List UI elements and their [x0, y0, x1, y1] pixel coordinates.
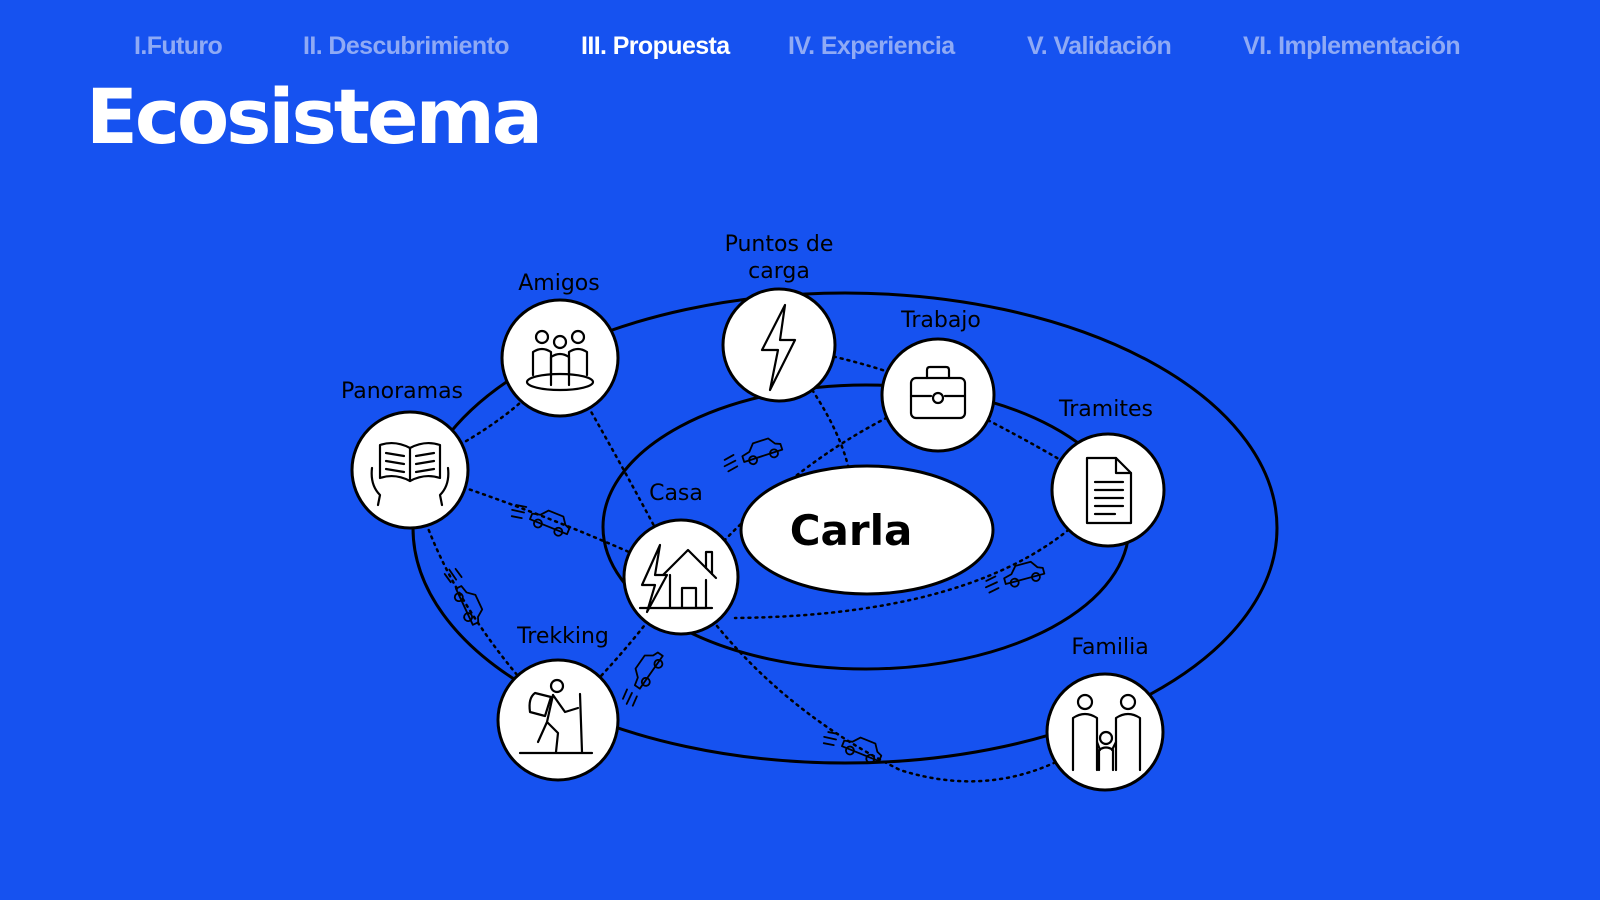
section-nav: I.Futuro II. Descubrimiento III. Propues… — [0, 26, 1600, 66]
center-node-carla: Carla — [739, 464, 995, 596]
nav-item-validacion[interactable]: V. Validación — [1027, 32, 1172, 60]
car-icon — [443, 567, 484, 626]
node-casa: Casa — [622, 481, 740, 636]
document-icon — [1085, 456, 1133, 525]
node-puntos-de-carga: Puntos de carga — [721, 232, 837, 403]
open-book-icon — [370, 441, 450, 507]
family-icon — [1071, 693, 1142, 772]
charging-house-icon — [638, 543, 718, 614]
node-trabajo: Trabajo — [880, 308, 996, 453]
car-icons — [443, 437, 1046, 764]
node-label-puntos-line1: Puntos de — [725, 232, 834, 257]
car-icon — [723, 437, 784, 473]
node-label-trekking: Trekking — [516, 624, 609, 649]
page-title: Ecosistema — [86, 72, 543, 161]
node-circle-trekking — [496, 658, 620, 782]
center-label: Carla — [790, 506, 913, 555]
nav-item-implementacion[interactable]: VI. Implementación — [1243, 32, 1461, 60]
car-icon — [822, 731, 883, 764]
car-icon — [510, 504, 571, 537]
center-ellipse — [739, 464, 995, 596]
node-label-tramites: Tramites — [1058, 397, 1153, 422]
nav-item-propuesta[interactable]: III. Propuesta — [581, 32, 730, 60]
car-icon — [984, 560, 1046, 594]
node-circle-puntos — [721, 287, 837, 403]
briefcase-icon — [909, 365, 967, 420]
node-label-amigos: Amigos — [518, 271, 599, 296]
hiker-icon — [518, 678, 594, 755]
car-icon — [622, 651, 664, 707]
nav-item-futuro[interactable]: I.Futuro — [134, 32, 223, 60]
node-label-familia: Familia — [1071, 635, 1148, 660]
node-label-casa: Casa — [649, 481, 703, 506]
node-amigos: Amigos — [500, 271, 620, 418]
node-trekking: Trekking — [496, 624, 620, 782]
node-label-trabajo: Trabajo — [900, 308, 981, 333]
node-circle-casa — [622, 518, 740, 636]
node-tramites: Tramites — [1050, 397, 1166, 548]
node-label-puntos-line2: carga — [748, 259, 810, 284]
people-group-icon — [525, 329, 595, 392]
nav-item-experiencia[interactable]: IV. Experiencia — [788, 32, 955, 60]
lightning-icon — [760, 303, 797, 392]
node-circle-trabajo — [880, 337, 996, 453]
nav-item-descubrimiento[interactable]: II. Descubrimiento — [303, 32, 510, 60]
node-panoramas: Panoramas — [341, 379, 470, 530]
node-circle-amigos — [500, 298, 620, 418]
node-label-panoramas: Panoramas — [341, 379, 463, 404]
node-familia: Familia — [1045, 635, 1165, 792]
